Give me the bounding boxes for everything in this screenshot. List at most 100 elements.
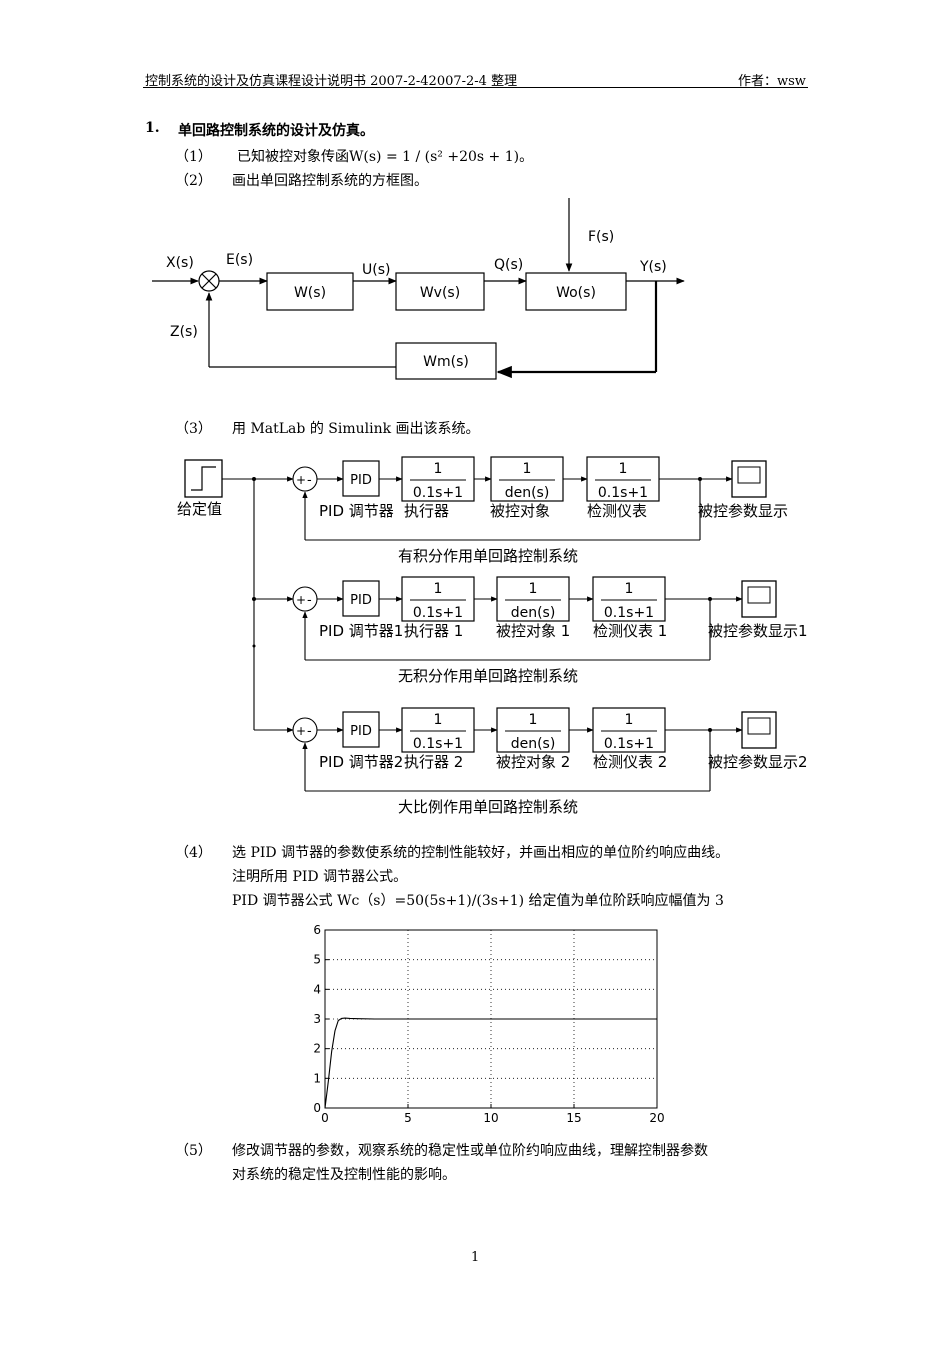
page-number: 1 bbox=[471, 1250, 480, 1265]
pid-label: PID 调节器1 bbox=[319, 622, 403, 640]
block-actuator-label: Wv(s) bbox=[420, 285, 460, 301]
sum-plus-sign: + bbox=[296, 593, 306, 607]
tf-numerator: 1 bbox=[434, 712, 443, 728]
actuator-block bbox=[401, 456, 475, 502]
y-tick-label: 0 bbox=[313, 1101, 321, 1115]
item-2-text: 画出单回路控制系统的方框图。 bbox=[232, 173, 428, 189]
plant-label: 被控对象 1 bbox=[496, 622, 570, 640]
block-diagram: X(s) E(s) U(s) Q(s) Y(s) F(s) Z(s) W(s) … bbox=[152, 198, 685, 380]
scope-label: 被控参数显示 bbox=[698, 502, 788, 520]
item-3-label: （3） bbox=[175, 421, 212, 437]
pid-block-text: PID bbox=[350, 724, 372, 739]
tf-denominator: 0.1s+1 bbox=[604, 736, 654, 752]
sum-minus-sign: - bbox=[307, 593, 312, 608]
item-3-text: 用 MatLab 的 Simulink 画出该系统。 bbox=[232, 421, 480, 437]
sensor-block bbox=[586, 456, 660, 502]
y-tick-label: 1 bbox=[313, 1071, 321, 1085]
sensor-label: 检测仪表 2 bbox=[593, 753, 667, 771]
y-tick-label: 4 bbox=[313, 982, 321, 996]
item-1-text: 已知被控对象传函W(s) = 1 / (s² +20s + 1)。 bbox=[237, 149, 534, 165]
pid-label: PID 调节器2 bbox=[319, 753, 403, 771]
header-author: 作者：wsw bbox=[738, 74, 806, 89]
setpoint-label: 给定值 bbox=[177, 500, 222, 518]
signal-z-label: Z(s) bbox=[170, 324, 198, 340]
plant-block bbox=[490, 456, 564, 502]
item-2-label: （2） bbox=[175, 173, 212, 189]
signal-y-label: Y(s) bbox=[639, 259, 667, 275]
tf-denominator: 0.1s+1 bbox=[413, 485, 463, 501]
sum-minus-sign: - bbox=[307, 473, 312, 488]
plant-label: 被控对象 2 bbox=[496, 753, 570, 771]
tf-numerator: 1 bbox=[434, 461, 443, 477]
y-tick-label: 2 bbox=[313, 1042, 321, 1056]
x-tick-label: 5 bbox=[404, 1111, 412, 1125]
signal-q-label: Q(s) bbox=[494, 257, 523, 273]
simulink-diagram: 给定值 +-PID10.1s+11den(s)10.1s+1PID 调节器执行器… bbox=[177, 456, 808, 816]
pid-block bbox=[342, 580, 380, 617]
tf-numerator: 1 bbox=[529, 581, 538, 597]
header-title: 控制系统的设计及仿真课程设计说明书 2007-2-42007-2-4 整理 bbox=[145, 74, 518, 89]
plant-label: 被控对象 bbox=[490, 502, 550, 520]
section-number: 1. bbox=[145, 120, 160, 136]
pid-block bbox=[342, 460, 380, 497]
tf-numerator: 1 bbox=[619, 461, 628, 477]
item-4-formula: PID 调节器公式 Wc（s）=50(5s+1)/(3s+1) 给定值为单位阶跃… bbox=[232, 893, 724, 909]
signal-u-label: U(s) bbox=[362, 262, 390, 278]
actuator-block bbox=[401, 707, 475, 753]
tf-numerator: 1 bbox=[625, 712, 634, 728]
signal-e-label: E(s) bbox=[226, 252, 253, 268]
plant-block bbox=[496, 707, 570, 753]
sensor-label: 检测仪表 bbox=[587, 502, 647, 520]
sum-minus-sign: - bbox=[307, 724, 312, 739]
pid-block-text: PID bbox=[350, 473, 372, 488]
header-rule bbox=[143, 87, 808, 88]
y-tick-label: 5 bbox=[313, 953, 321, 967]
sensor-block bbox=[592, 576, 666, 622]
tf-denominator: den(s) bbox=[505, 485, 550, 501]
tf-denominator: den(s) bbox=[511, 736, 556, 752]
tf-numerator: 1 bbox=[529, 712, 538, 728]
sensor-label: 检测仪表 1 bbox=[593, 622, 667, 640]
tf-denominator: 0.1s+1 bbox=[413, 736, 463, 752]
plant-block bbox=[496, 576, 570, 622]
step-source-block bbox=[184, 459, 223, 498]
section-title: 单回路控制系统的设计及仿真。 bbox=[178, 123, 374, 139]
x-tick-label: 0 bbox=[321, 1111, 329, 1125]
item-5-text2: 对系统的稳定性及控制性能的影响。 bbox=[232, 1167, 456, 1183]
tf-numerator: 1 bbox=[523, 461, 532, 477]
tf-numerator: 1 bbox=[434, 581, 443, 597]
item-1-label: （1） bbox=[175, 149, 212, 165]
tf-denominator: 0.1s+1 bbox=[413, 605, 463, 621]
signal-x-label: X(s) bbox=[166, 255, 194, 271]
actuator-label: 执行器 1 bbox=[404, 622, 463, 640]
actuator-label: 执行器 2 bbox=[404, 753, 463, 771]
sum-plus-sign: + bbox=[296, 473, 306, 487]
row-caption: 无积分作用单回路控制系统 bbox=[398, 667, 578, 685]
pid-label: PID 调节器 bbox=[319, 502, 394, 520]
item-5-label: （5） bbox=[175, 1143, 212, 1159]
y-tick-label: 3 bbox=[313, 1012, 321, 1026]
x-tick-label: 15 bbox=[566, 1111, 581, 1125]
item-4-label: （4） bbox=[175, 845, 212, 861]
block-controller-label: W(s) bbox=[294, 285, 326, 301]
x-tick-label: 20 bbox=[649, 1111, 664, 1125]
signal-f-label: F(s) bbox=[588, 229, 614, 245]
item-5-text: 修改调节器的参数，观察系统的稳定性或单位阶约响应曲线，理解控制器参数 bbox=[232, 1143, 708, 1159]
item-4-text2: 注明所用 PID 调节器公式。 bbox=[232, 869, 408, 885]
sensor-block bbox=[592, 707, 666, 753]
block-sensor-label: Wm(s) bbox=[423, 354, 469, 370]
item-4-text: 选 PID 调节器的参数使系统的控制性能较好，并画出相应的单位阶约响应曲线。 bbox=[232, 845, 730, 861]
pid-block bbox=[342, 711, 380, 748]
tf-denominator: den(s) bbox=[511, 605, 556, 621]
scope-label: 被控参数显示1 bbox=[708, 622, 808, 640]
step-response-line bbox=[324, 1017, 657, 1109]
row-caption: 有积分作用单回路控制系统 bbox=[398, 547, 578, 565]
scope-label: 被控参数显示2 bbox=[708, 753, 808, 771]
pid-block-text: PID bbox=[350, 593, 372, 608]
y-tick-label: 6 bbox=[313, 923, 321, 937]
block-plant-label: Wo(s) bbox=[556, 285, 596, 301]
sum-plus-sign: + bbox=[296, 724, 306, 738]
